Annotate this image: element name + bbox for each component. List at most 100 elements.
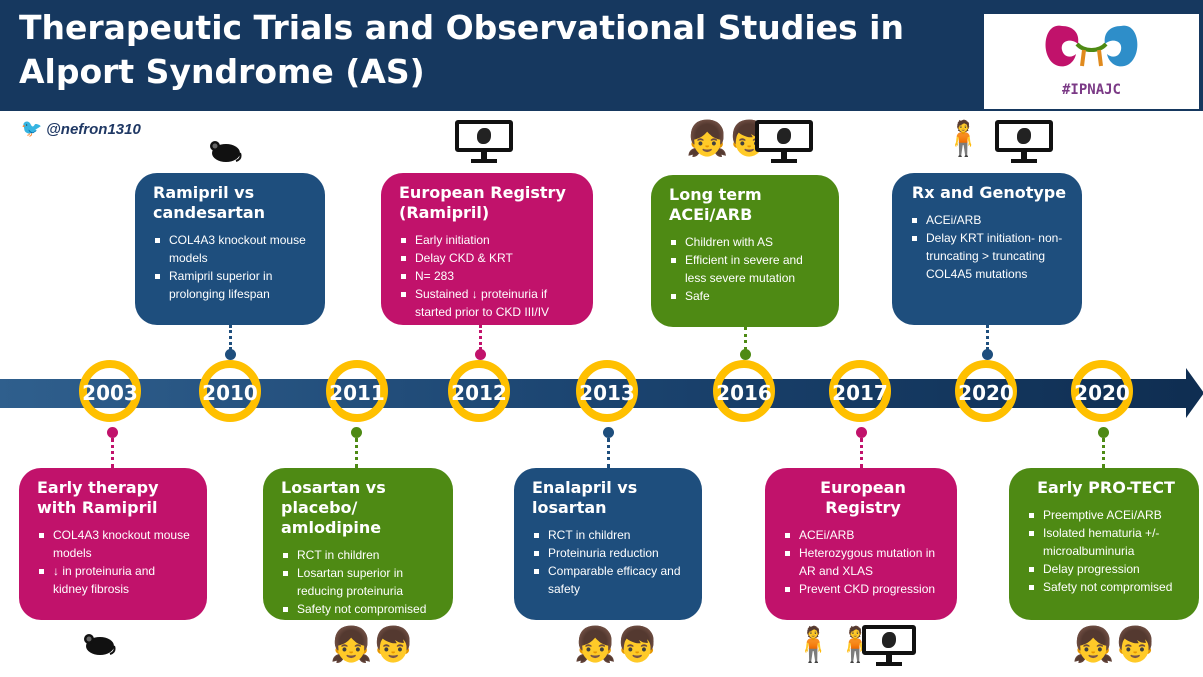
- connector-2013: [607, 438, 610, 468]
- twitter-handle-text: @nefron1310: [46, 120, 141, 138]
- card-bullet: Children with AS: [669, 233, 825, 251]
- year-circle-2011: [326, 360, 388, 422]
- monitor-base: [771, 159, 797, 163]
- monitor-kidney-icon: [862, 625, 916, 655]
- card-bullets: COL4A3 knockout mouse models ↓ in protei…: [37, 526, 193, 598]
- monitor-stand: [781, 152, 787, 160]
- year-label: 2013: [579, 381, 635, 405]
- title-line-1: Therapeutic Trials and Observational Stu…: [19, 8, 904, 47]
- card-bullet: Ramipril superior in prolonging lifespan: [153, 267, 311, 303]
- connector-2012: [479, 325, 482, 350]
- children-icon: 👧👦: [330, 626, 415, 664]
- card-bullet: Proteinuria reduction: [532, 544, 688, 562]
- card-rx-and-genotype: Rx and Genotype ACEi/ARB Delay KRT initi…: [892, 173, 1082, 325]
- card-bullets: RCT in children Proteinuria reduction Co…: [532, 526, 688, 598]
- connector-dot: [475, 349, 486, 360]
- year-circle-2017: [829, 360, 891, 422]
- card-bullet: Isolated hematuria +/- microalbuminuria: [1027, 524, 1185, 560]
- monitor-stand: [886, 655, 892, 663]
- mouse-icon: [84, 634, 116, 655]
- card-title: Enalapril vs losartan: [532, 478, 638, 517]
- card-bullet: COL4A3 knockout mouse models: [153, 231, 311, 267]
- card-bullet: Heterozygous mutation in AR and XLAS: [783, 544, 943, 580]
- timeline-arrow-icon: [1186, 368, 1203, 418]
- year-label: 2010: [202, 381, 258, 405]
- card-bullet: Delay progression: [1027, 560, 1185, 578]
- card-early-pro-tect: Early PRO-TECT Preemptive ACEi/ARB Isola…: [1009, 468, 1199, 620]
- card-bullet: Safety not compromised: [281, 600, 439, 618]
- card-title: Ramipril vs candesartan: [153, 183, 266, 222]
- logo-hashtag: #IPNAJC: [1061, 82, 1121, 98]
- children-icon: 👧👦: [574, 626, 659, 664]
- card-bullet: ↓ in proteinuria and kidney fibrosis: [37, 562, 193, 598]
- year-circle-2010: [199, 360, 261, 422]
- card-bullet: Prevent CKD progression: [783, 580, 943, 598]
- card-early-therapy-ramipril: Early therapy with Ramipril COL4A3 knock…: [19, 468, 207, 620]
- card-bullet: N= 283: [399, 267, 579, 285]
- card-title: European Registry (Ramipril): [399, 183, 566, 222]
- connector-dot: [107, 427, 118, 438]
- card-bullet: Early initiation: [399, 231, 579, 249]
- connector-dot: [856, 427, 867, 438]
- year-circle-2013: [576, 360, 638, 422]
- card-title: Losartan vs placebo/ amlodipine: [281, 478, 386, 537]
- card-bullet: Safe: [669, 287, 825, 305]
- connector-dot: [1098, 427, 1109, 438]
- connector-dot: [225, 349, 236, 360]
- year-label: 2003: [82, 381, 138, 405]
- card-bullet: Preemptive ACEi/ARB: [1027, 506, 1185, 524]
- year-circle-2016: [713, 360, 775, 422]
- card-ramipril-vs-candesartan: Ramipril vs candesartan COL4A3 knockout …: [135, 173, 325, 325]
- connector-2017: [860, 438, 863, 468]
- monitor-base: [471, 159, 497, 163]
- card-bullets: Children with AS Efficient in severe and…: [669, 233, 825, 305]
- page-title: Therapeutic Trials and Observational Stu…: [19, 6, 979, 94]
- card-bullets: ACEi/ARB Heterozygous mutation in AR and…: [783, 526, 943, 598]
- monitor-kidney-icon: [755, 120, 813, 152]
- mouse-icon: [210, 141, 242, 162]
- year-circle-2003: [79, 360, 141, 422]
- monitor-stand: [481, 152, 487, 160]
- year-label: 2020: [958, 381, 1014, 405]
- card-bullet: Efficient in severe and less severe muta…: [669, 251, 825, 287]
- connector-2016: [744, 327, 747, 350]
- card-bullet: RCT in children: [532, 526, 688, 544]
- year-label: 2020: [1074, 381, 1130, 405]
- card-long-term-acei-arb: Long term ACEi/ARB Children with AS Effi…: [651, 175, 839, 327]
- connector-2003: [111, 438, 114, 468]
- card-bullet: RCT in children: [281, 546, 439, 564]
- card-bullet: Delay CKD & KRT: [399, 249, 579, 267]
- twitter-handle[interactable]: 🐦 @nefron1310: [21, 119, 141, 139]
- card-title: European Registry: [820, 478, 906, 517]
- year-circle-2020b: [1071, 360, 1133, 422]
- kidney-logo-icon: [1045, 25, 1138, 67]
- card-title: Early PRO-TECT: [1037, 478, 1175, 497]
- children-icon: 👧👦: [1072, 626, 1157, 664]
- title-line-2: Alport Syndrome (AS): [19, 52, 425, 91]
- monitor-kidney-icon: [455, 120, 513, 152]
- card-bullets: RCT in children Losartan superior in red…: [281, 546, 439, 618]
- card-bullet: Comparable efficacy and safety: [532, 562, 688, 598]
- adult-icon: 🧍: [942, 120, 985, 158]
- card-title: Early therapy with Ramipril: [37, 478, 159, 517]
- year-circle-2012: [448, 360, 510, 422]
- card-bullet: COL4A3 knockout mouse models: [37, 526, 193, 562]
- connector-dot: [603, 427, 614, 438]
- card-bullet: Safety not compromised: [1027, 578, 1185, 596]
- connector-2010: [229, 325, 232, 350]
- year-label: 2012: [451, 381, 507, 405]
- card-title: Rx and Genotype: [911, 183, 1067, 202]
- card-bullets: Early initiation Delay CKD & KRT N= 283 …: [399, 231, 579, 321]
- card-bullet: Delay KRT initiation- non-truncating > t…: [910, 229, 1068, 283]
- monitor-stand: [1021, 152, 1027, 160]
- connector-dot: [740, 349, 751, 360]
- ipna-logo: #IPNAJC: [984, 14, 1199, 109]
- card-losartan-vs-placebo: Losartan vs placebo/ amlodipine RCT in c…: [263, 468, 453, 620]
- monitor-base: [876, 662, 902, 666]
- card-bullet: Losartan superior in reducing proteinuri…: [281, 564, 439, 600]
- header-banner: Therapeutic Trials and Observational Stu…: [0, 0, 1203, 111]
- card-bullets: ACEi/ARB Delay KRT initiation- non-trunc…: [910, 211, 1068, 283]
- card-bullets: Preemptive ACEi/ARB Isolated hematuria +…: [1027, 506, 1185, 596]
- connector-2020b: [1102, 438, 1105, 468]
- year-label: 2017: [832, 381, 888, 405]
